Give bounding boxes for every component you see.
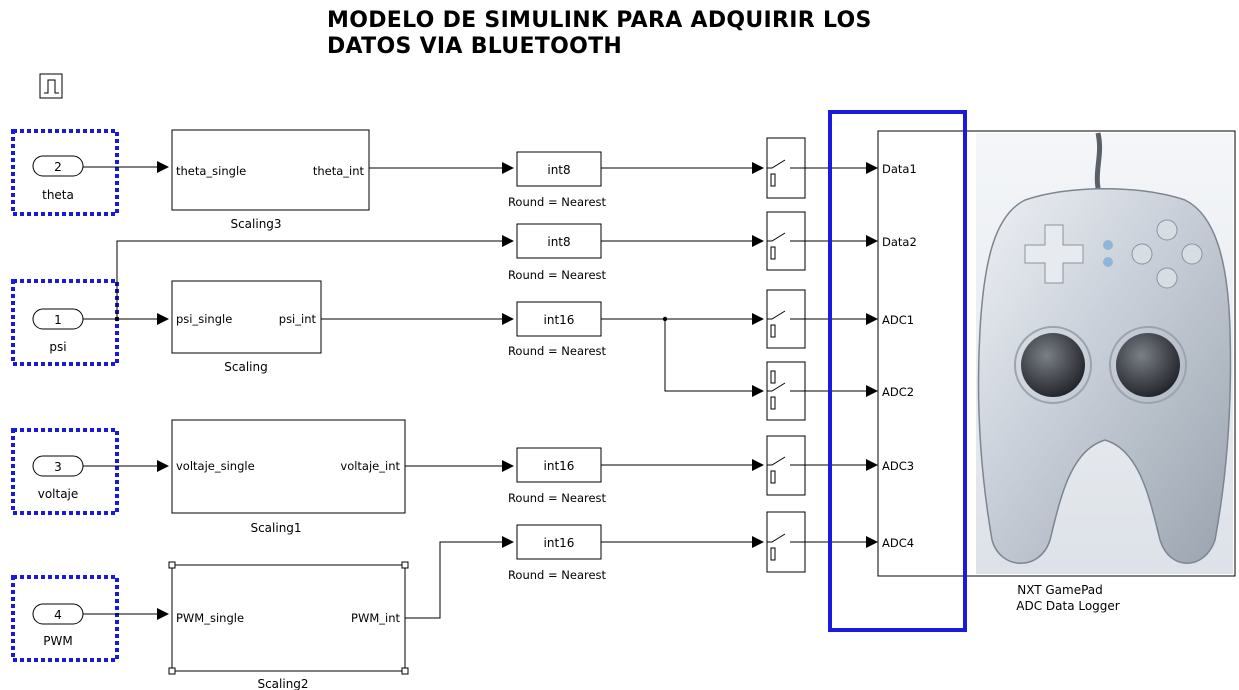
input-port-label: psi_single (176, 312, 232, 326)
switch-icon[interactable] (766, 361, 806, 421)
logger-port-data2: Data2 (882, 235, 917, 249)
switch-icon[interactable] (766, 211, 806, 271)
pulse-generator-icon[interactable] (39, 73, 63, 99)
highlight-box (11, 428, 119, 515)
inport-name: theta (42, 188, 74, 202)
conversion-type: int8 (547, 235, 570, 249)
gamepad-icon (976, 132, 1233, 574)
nxt-gamepad-logger-block[interactable]: Data1 Data2 ADC1 ADC2 ADC3 ADC4 NXT Game… (877, 130, 1236, 613)
block-name: Scaling1 (250, 521, 301, 535)
scaling-block-pwm[interactable]: PWM_single PWM_int Scaling2 (168, 561, 409, 690)
diagram-title: MODELO DE SIMULINK PARA ADQUIRIR LOS DAT… (327, 8, 1027, 60)
conversion-block-1[interactable]: int8 Round = Nearest (508, 151, 607, 209)
logger-port-adc3: ADC3 (882, 459, 914, 473)
conversion-block-5[interactable]: int16 Round = Nearest (508, 524, 607, 582)
conversion-block-4[interactable]: int16 Round = Nearest (508, 447, 607, 505)
scaling-block-voltaje[interactable]: voltaje_single voltaje_int Scaling1 (171, 419, 406, 535)
block-name: Scaling (224, 360, 267, 374)
logger-port-adc4: ADC4 (882, 536, 914, 550)
conversion-type: int16 (544, 536, 575, 550)
output-port-label: PWM_int (351, 611, 400, 625)
switch-icon[interactable] (766, 289, 806, 349)
conversion-block-2[interactable]: int8 Round = Nearest (508, 223, 607, 282)
inport-number: 2 (54, 160, 62, 174)
input-port-label: theta_single (176, 164, 246, 178)
inport-name: psi (49, 340, 66, 354)
output-port-label: theta_int (313, 164, 365, 178)
inport-theta[interactable]: 2 theta (11, 129, 119, 216)
logger-port-data1: Data1 (882, 162, 917, 176)
inport-number: 1 (54, 313, 62, 327)
input-port-label: PWM_single (176, 611, 244, 625)
inport-number: 3 (54, 460, 62, 474)
conversion-note: Round = Nearest (508, 268, 607, 282)
conversion-type: int16 (544, 459, 575, 473)
logger-port-adc2: ADC2 (882, 385, 914, 399)
inport-voltaje[interactable]: 3 voltaje (11, 428, 119, 515)
conversion-note: Round = Nearest (508, 344, 607, 358)
output-port-label: psi_int (279, 312, 317, 326)
conversion-type: int8 (547, 163, 570, 177)
conversion-type: int16 (544, 313, 575, 327)
highlight-box (11, 575, 119, 662)
highlight-box (11, 279, 119, 366)
switch-icon[interactable] (766, 511, 806, 573)
signal-lines (83, 161, 878, 620)
conversion-note: Round = Nearest (508, 195, 607, 209)
output-port-label: voltaje_int (340, 459, 400, 473)
title-line-1: MODELO DE SIMULINK PARA ADQUIRIR LOS (327, 8, 872, 33)
highlight-logger-inputs (828, 110, 967, 632)
title-line-2: DATOS VIA BLUETOOTH (327, 34, 623, 59)
inport-pwm[interactable]: 4 PWM (11, 575, 119, 662)
logger-name-line-2: ADC Data Logger (1016, 599, 1120, 613)
highlight-box (11, 129, 119, 216)
inport-name: PWM (43, 634, 72, 648)
logger-name-line-1: NXT GamePad (1017, 583, 1103, 597)
input-port-label: voltaje_single (176, 459, 255, 473)
conversion-note: Round = Nearest (508, 491, 607, 505)
inport-number: 4 (54, 608, 62, 622)
scaling-block-theta[interactable]: theta_single theta_int Scaling3 (171, 129, 370, 231)
logger-port-adc1: ADC1 (882, 313, 914, 327)
scaling-block-psi[interactable]: psi_single psi_int Scaling (171, 280, 322, 374)
switch-icon[interactable] (766, 435, 806, 496)
inport-psi[interactable]: 1 psi (11, 279, 119, 366)
switch-icon[interactable] (766, 137, 806, 199)
conversion-block-3[interactable]: int16 Round = Nearest (508, 301, 607, 358)
conversion-note: Round = Nearest (508, 568, 607, 582)
block-name: Scaling2 (257, 677, 308, 690)
block-name: Scaling3 (230, 217, 281, 231)
inport-name: voltaje (38, 487, 79, 501)
